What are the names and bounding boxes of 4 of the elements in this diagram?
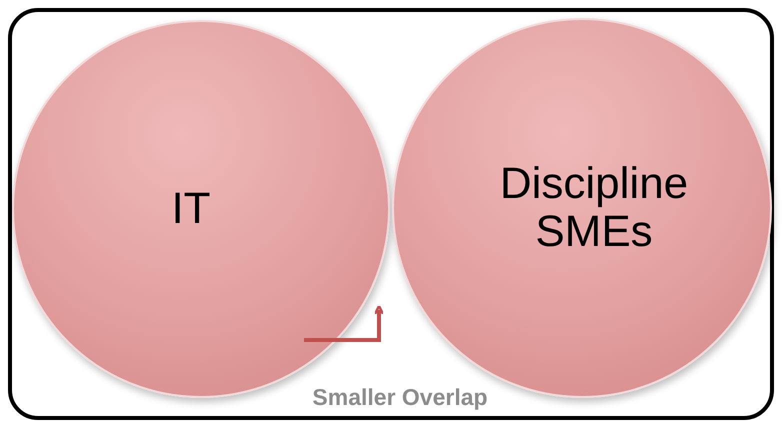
frame-border [8, 8, 774, 420]
circle-label: IT [171, 184, 211, 234]
circle-label: Discipline SMEs [498, 160, 690, 256]
annotation-text: Smaller Overlap [311, 384, 489, 411]
